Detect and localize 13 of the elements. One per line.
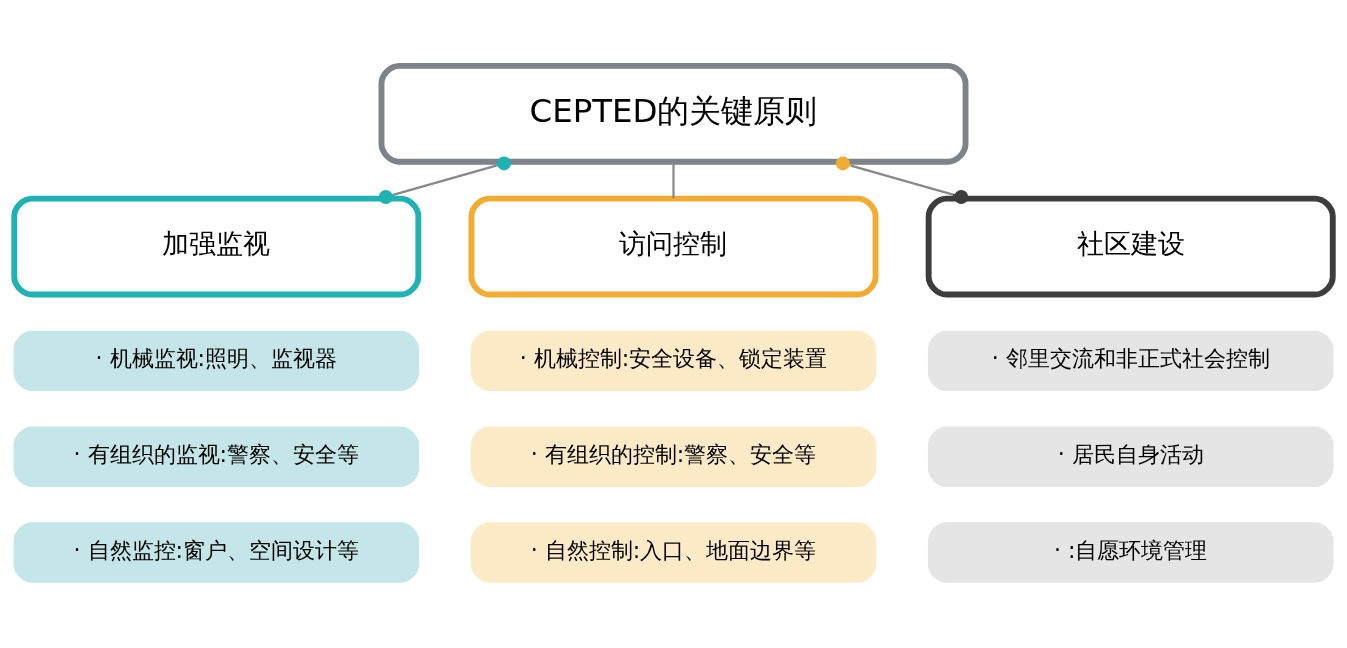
node-box: 访问控制 (468, 195, 879, 298)
connector (378, 156, 512, 204)
node-box: · :自愿环境管理 (927, 522, 1334, 583)
node-box: · 有组织的监视:警察、安全等 (13, 426, 420, 487)
connector (835, 156, 969, 204)
node-box: · 机械监视:照明、监视器 (13, 330, 420, 392)
node-box: · 居民自身活动 (927, 426, 1334, 487)
node-box: · 自然监控:窗户、空间设计等 (13, 522, 420, 583)
node-box: · 邻里交流和非正式社会控制 (927, 330, 1334, 392)
node-box: · 自然控制:入口、地面边界等 (470, 522, 877, 583)
connector (672, 162, 675, 199)
node-box: · 有组织的控制:警察、安全等 (470, 426, 877, 487)
node-box: · 机械控制:安全设备、锁定装置 (470, 330, 877, 392)
